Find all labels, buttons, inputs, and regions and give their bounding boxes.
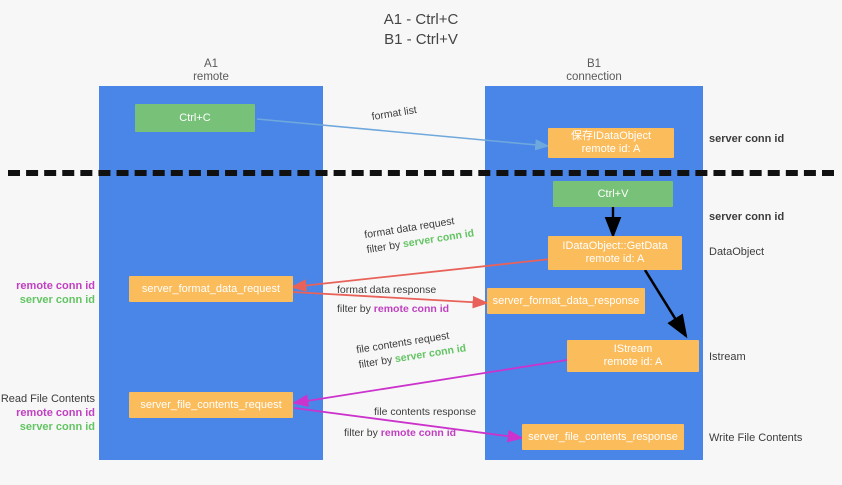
right-label-write-file-contents: Write File Contents xyxy=(709,432,803,444)
left-label-group-2-remote: remote conn id xyxy=(16,407,95,419)
lane-header-a1: A1 remote xyxy=(111,58,311,84)
right-label-dataobject: DataObject xyxy=(709,246,765,258)
edge-label-format-data-response-highlight: remote conn id xyxy=(373,303,450,315)
title-line-2: B1 - Ctrl+V xyxy=(384,31,458,48)
edge-label-file-contents-request: file contents request filter by server c… xyxy=(355,330,469,373)
box-idataobject-getdata[interactable]: IDataObject::GetData remote id: A xyxy=(548,236,682,270)
edge-label-format-list: format list xyxy=(371,104,419,125)
left-label-group-2-server: server conn id xyxy=(19,421,95,433)
box-save-idataobject-line2: remote id: A xyxy=(581,143,641,155)
box-ctrl-c[interactable]: Ctrl+C xyxy=(135,104,255,132)
left-label-group-1: remote conn id server conn id xyxy=(0,279,95,307)
edge-label-file-contents-response-line1: file contents response xyxy=(374,406,477,418)
box-server-format-data-request-label: server_format_data_request xyxy=(141,282,281,295)
title-line-1: A1 - Ctrl+C xyxy=(383,11,459,28)
box-istream-line2: remote id: A xyxy=(603,356,663,368)
edge-label-format-list-text: format list xyxy=(370,104,418,124)
phase-divider xyxy=(8,170,834,176)
lane-header-b1-name: B1 xyxy=(586,58,602,70)
right-label-istream: Istream xyxy=(709,351,746,363)
edge-label-file-contents-response: file contents response filter by remote … xyxy=(344,405,477,441)
left-label-group-2: Read File Contents remote conn id server… xyxy=(0,392,95,434)
box-idataobject-getdata-line2: remote id: A xyxy=(585,253,645,265)
edge-label-format-data-response-prefix: filter by xyxy=(337,303,374,315)
box-idataobject-getdata-line1: IDataObject::GetData xyxy=(562,240,668,252)
box-ctrl-c-label: Ctrl+C xyxy=(179,111,211,124)
box-server-format-data-request[interactable]: server_format_data_request xyxy=(129,276,293,302)
box-istream-line1: IStream xyxy=(613,343,653,355)
edge-label-file-contents-response-prefix: filter by xyxy=(344,427,381,439)
box-server-file-contents-response[interactable]: server_file_contents_response xyxy=(522,424,684,450)
lane-header-b1-sub: connection xyxy=(566,71,622,83)
right-label-server-conn-id-1: server conn id xyxy=(709,133,785,145)
box-server-format-data-response[interactable]: server_format_data_response xyxy=(487,288,645,314)
page-title: A1 - Ctrl+C B1 - Ctrl+V xyxy=(0,10,842,50)
lane-header-a1-name: A1 xyxy=(203,58,219,70)
box-server-file-contents-response-label: server_file_contents_response xyxy=(528,430,678,443)
box-ctrl-v-label: Ctrl+V xyxy=(597,187,629,200)
box-save-idataobject-line1: 保存IDataObject xyxy=(570,130,652,142)
edge-label-file-contents-response-highlight: remote conn id xyxy=(380,427,457,439)
box-server-format-data-response-label: server_format_data_response xyxy=(492,294,640,307)
right-label-server-conn-id-2: server conn id xyxy=(709,211,785,223)
box-server-file-contents-request[interactable]: server_file_contents_request xyxy=(129,392,293,418)
box-save-idataobject[interactable]: 保存IDataObject remote id: A xyxy=(548,128,674,158)
box-server-file-contents-request-label: server_file_contents_request xyxy=(140,398,282,411)
left-label-group-1-server: server conn id xyxy=(19,294,95,306)
lane-header-b1: B1 connection xyxy=(494,58,694,84)
edge-label-format-data-response: format data response filter by remote co… xyxy=(337,283,449,317)
box-istream[interactable]: IStream remote id: A xyxy=(567,340,699,372)
edge-label-format-data-response-line1: format data response xyxy=(337,284,437,296)
box-ctrl-v[interactable]: Ctrl+V xyxy=(553,181,673,207)
left-label-group-1-remote: remote conn id xyxy=(16,280,95,292)
lane-header-a1-sub: remote xyxy=(193,71,229,83)
edge-label-format-data-request: format data request filter by server con… xyxy=(363,215,477,258)
left-label-read-file-contents: Read File Contents xyxy=(0,393,95,405)
